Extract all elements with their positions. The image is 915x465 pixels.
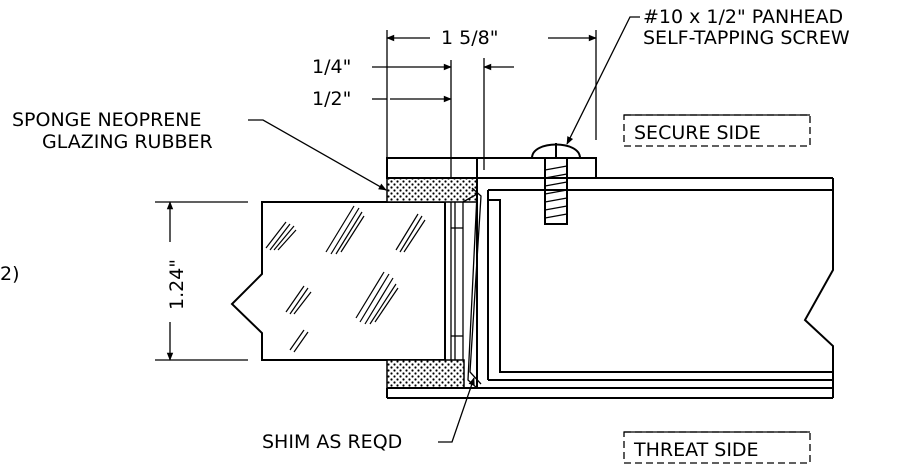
glazing-rubber xyxy=(386,177,478,389)
screw-label-line2: SELF-TAPPING SCREW xyxy=(643,27,850,49)
secure-side-label: SECURE SIDE xyxy=(634,122,761,144)
screw-icon xyxy=(530,143,582,225)
frame-section xyxy=(386,157,834,399)
shim-label: SHIM AS REQD xyxy=(262,431,402,453)
dimension-annotations: 1 5/8" 1/4" 1/2" xyxy=(312,27,597,178)
overall-width-dimension: 1 5/8" xyxy=(441,27,498,49)
threat-side-label: THREAT SIDE xyxy=(633,439,759,461)
glass-pane xyxy=(230,201,446,361)
glass-thickness-label: 1.24" xyxy=(166,259,188,310)
threat-side-box: THREAT SIDE xyxy=(623,431,811,464)
quarter-inch-dimension: 1/4" xyxy=(312,56,351,78)
rubber-callout: SPONGE NEOPRENE GLAZING RUBBER xyxy=(12,109,387,191)
screw-callout: #10 x 1/2" PANHEAD SELF-TAPPING SCREW xyxy=(566,6,850,145)
glass-thickness-dimension: 1.24" xyxy=(155,201,248,361)
half-inch-dimension: 1/2" xyxy=(312,88,351,110)
rubber-label-line1: SPONGE NEOPRENE xyxy=(12,109,202,131)
shim-callout: SHIM AS REQD xyxy=(262,377,475,453)
secure-side-box: SECURE SIDE xyxy=(623,114,811,147)
rubber-label-line2: GLAZING RUBBER xyxy=(42,131,213,153)
edge-fragment-text: 2) xyxy=(0,263,20,285)
screw-label-line1: #10 x 1/2" PANHEAD xyxy=(643,6,843,28)
